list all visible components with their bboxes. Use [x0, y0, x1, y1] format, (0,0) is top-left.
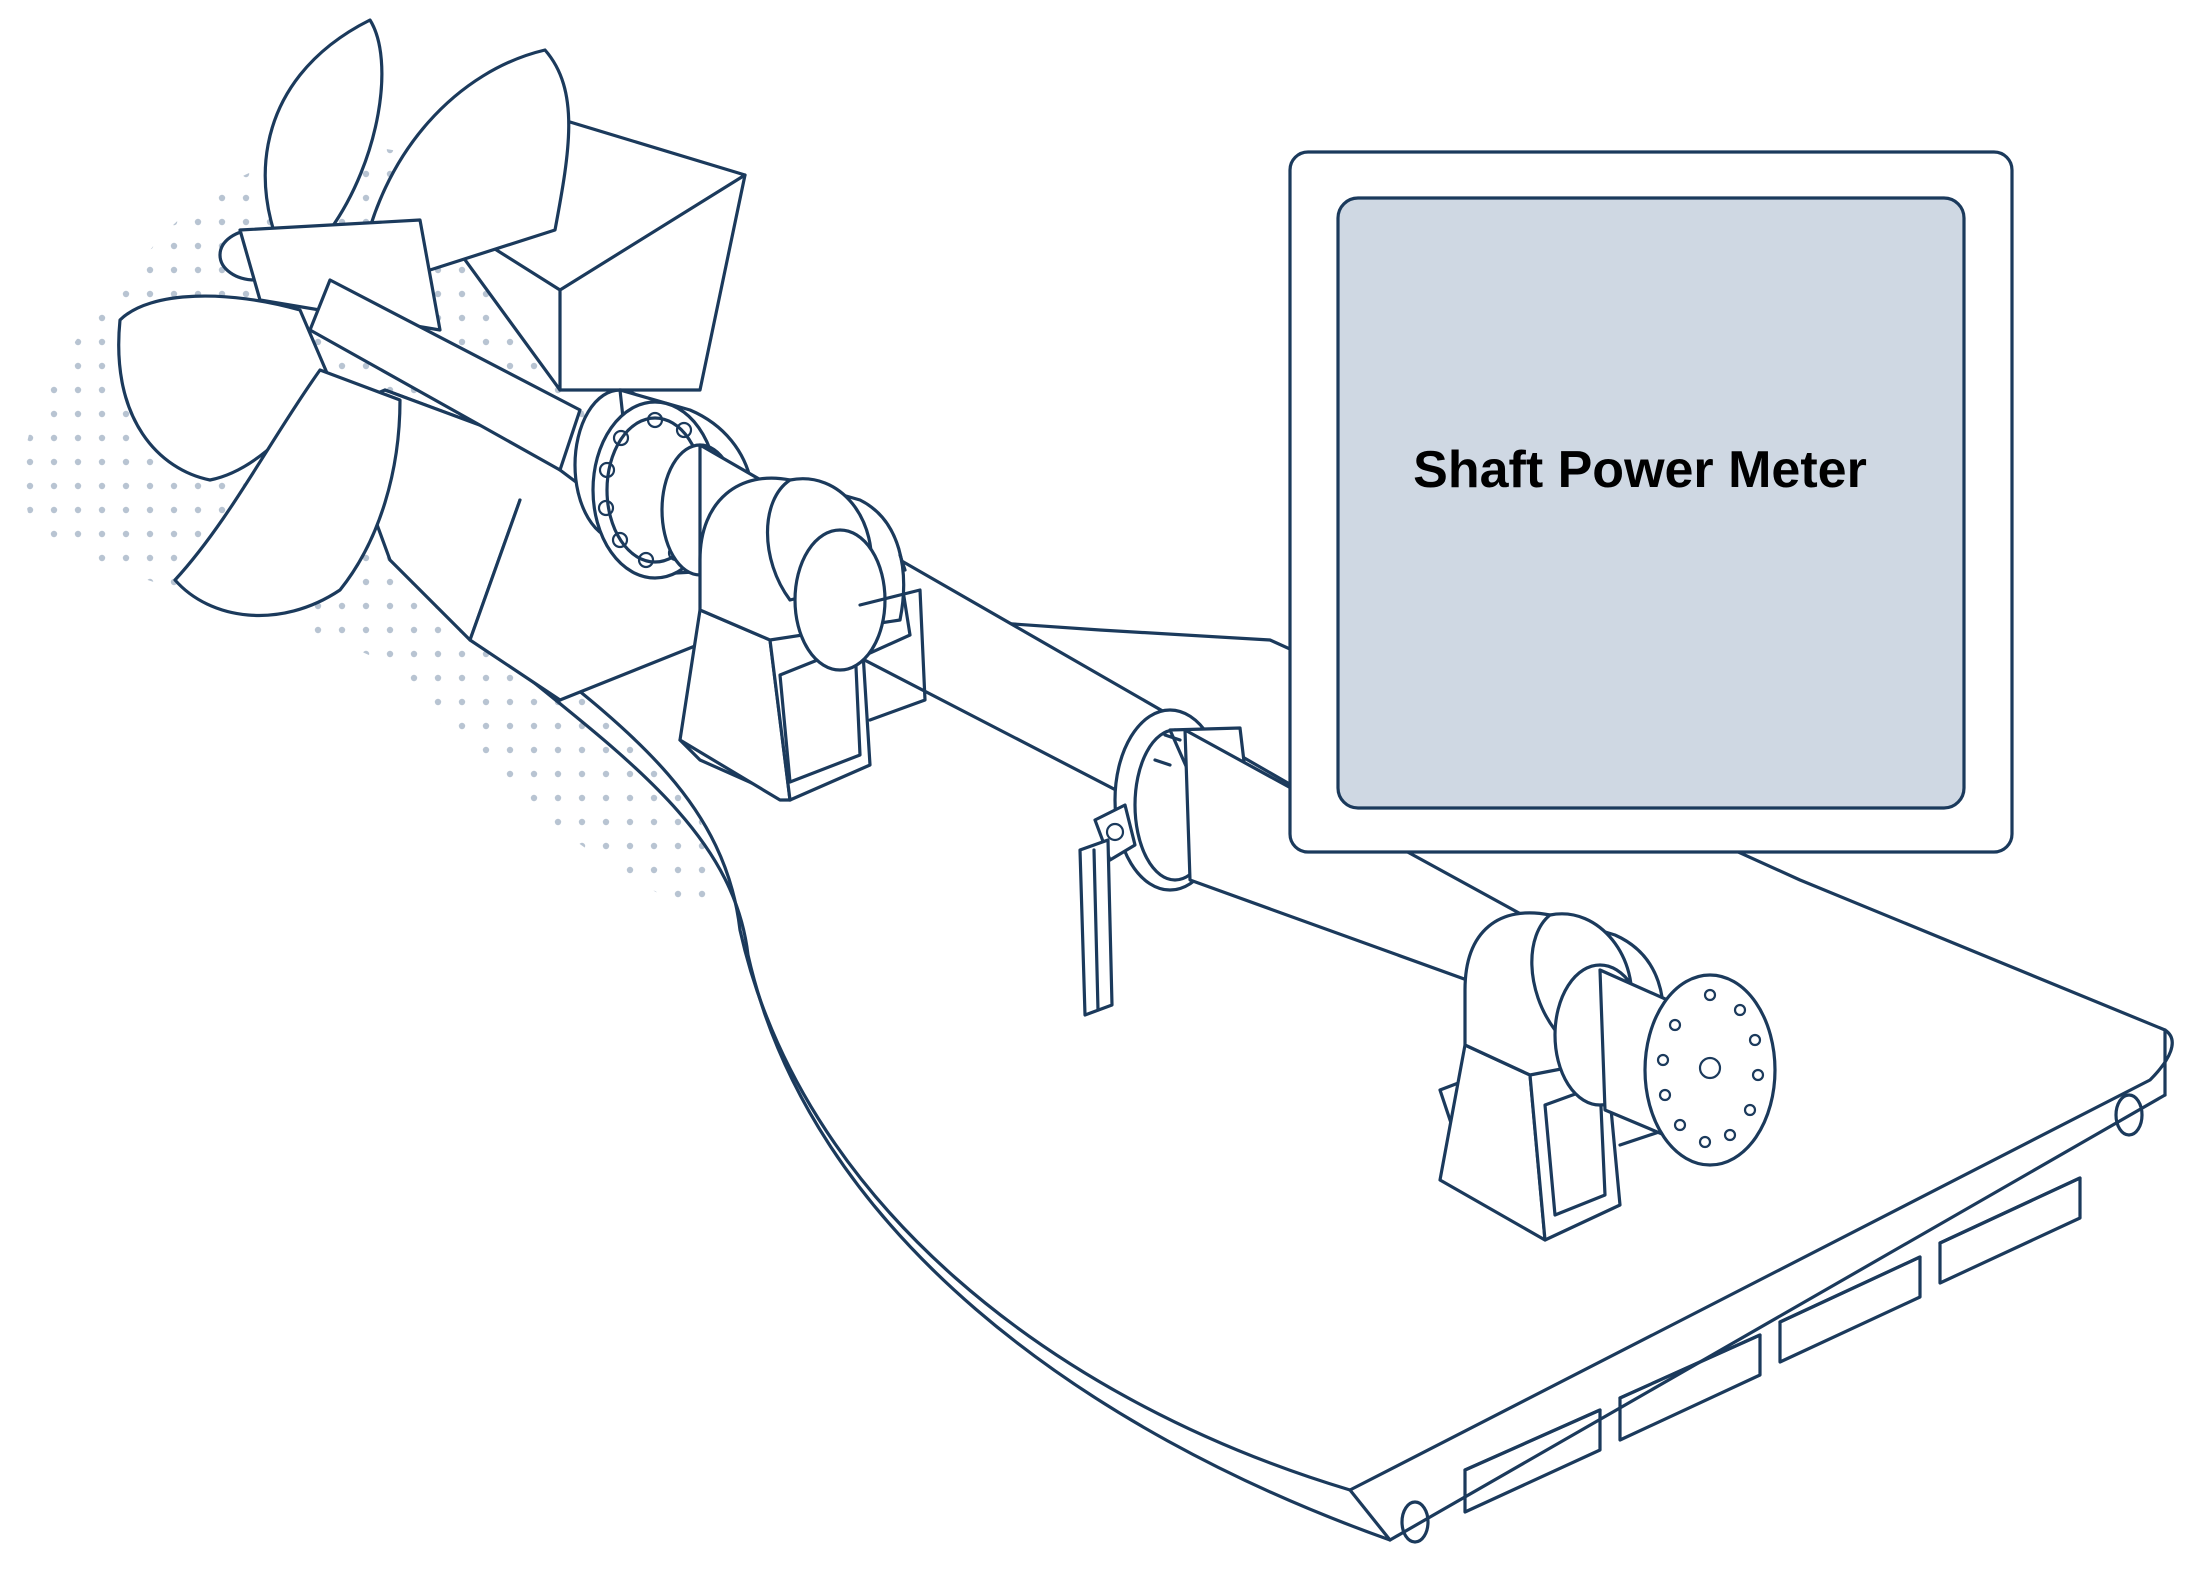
shaft-power-meter: Shaft Power Meter — [1288, 150, 2014, 854]
output-flange-bolts — [1656, 988, 1765, 1149]
hull-lightening-holes — [1400, 1093, 2144, 1544]
output-flange — [1598, 968, 1777, 1167]
propeller-shaft — [308, 278, 582, 472]
propeller — [117, 18, 571, 618]
bearing-1 — [678, 476, 927, 802]
meter-label: Shaft Power Meter — [1413, 441, 1867, 499]
meter-screen — [1336, 196, 1966, 810]
